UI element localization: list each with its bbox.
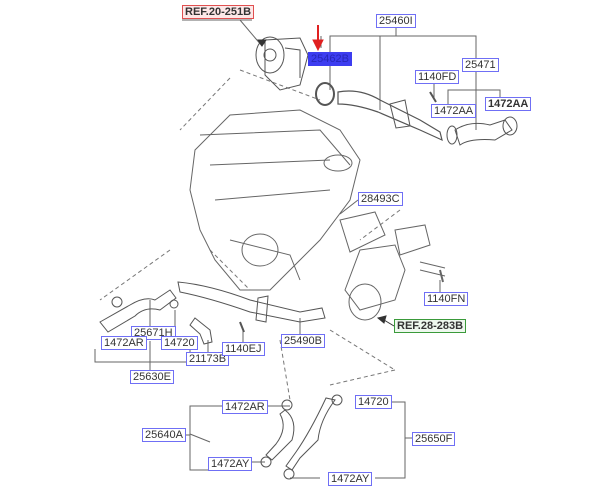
hose-25640a (265, 409, 295, 461)
gasket-25462b (315, 82, 335, 106)
water-pipe-25490b (177, 281, 326, 323)
part-1472ar[interactable]: 1472AR (101, 336, 147, 350)
dashed-guides (99, 69, 401, 401)
part-1472aa[interactable]: 1472AA (431, 104, 477, 118)
ref-20-251b-link[interactable]: REF.20-251B (182, 5, 255, 19)
hose-25671h (99, 289, 177, 333)
part-25460i[interactable]: 25460I (376, 14, 416, 28)
part-1472ay[interactable]: 1472AY (328, 472, 373, 486)
part-25490b[interactable]: 25490B (281, 334, 325, 348)
part-25462b-highlighted[interactable]: 25462B (308, 52, 352, 66)
part-25471[interactable]: 25471 (462, 58, 499, 72)
intake-pipe (337, 90, 443, 142)
part-1472ay[interactable]: 1472AY (208, 457, 253, 471)
part-1140ej[interactable]: 1140EJ (222, 342, 265, 356)
engine-block (189, 109, 361, 291)
part-1140fn[interactable]: 1140FN (424, 292, 469, 306)
part-25630e[interactable]: 25630E (130, 370, 174, 384)
red-arrow-indicator (312, 25, 324, 52)
part-1472ar[interactable]: 1472AR (222, 400, 268, 414)
leader-lines (94, 19, 501, 479)
part-25640a[interactable]: 25640A (142, 428, 186, 442)
part-25650f[interactable]: 25650F (412, 432, 456, 446)
part-21173b[interactable]: 21173B (186, 352, 230, 366)
turbocharger (255, 36, 309, 91)
pipe-21173b (189, 317, 213, 345)
water-outlet (339, 211, 446, 321)
hose-25650f (285, 397, 336, 471)
part-28493c[interactable]: 28493C (358, 192, 403, 206)
part-1140fd[interactable]: 1140FD (415, 70, 460, 84)
intake-hose (454, 119, 513, 146)
part-1472aa[interactable]: 1472AA (485, 97, 532, 111)
part-14720[interactable]: 14720 (161, 336, 198, 350)
ref-28-283b-link[interactable]: REF.28-283B (394, 319, 467, 333)
part-14720[interactable]: 14720 (355, 395, 392, 409)
